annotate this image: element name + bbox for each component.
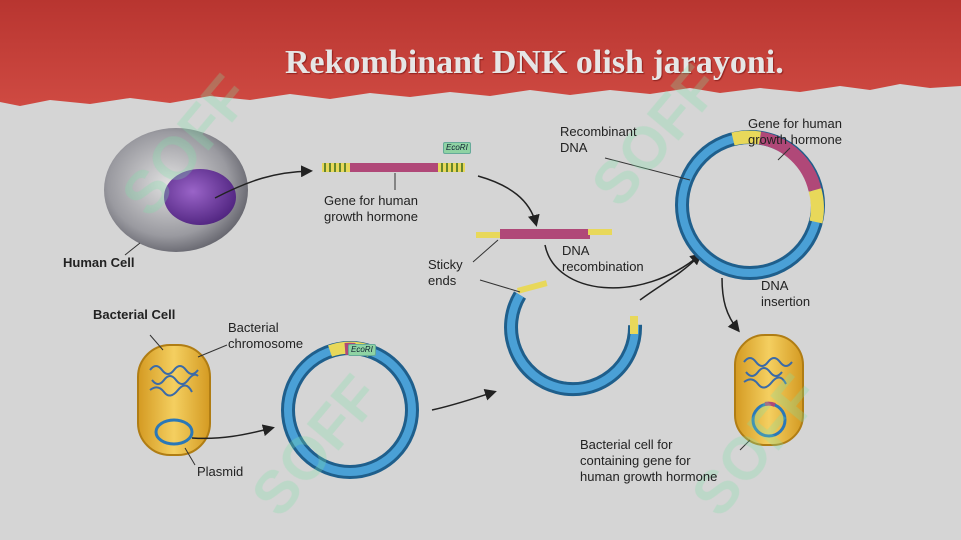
arrow-open-plasmid-up bbox=[639, 256, 699, 301]
slide-title: Rekombinant DNK olish jarayoni. bbox=[285, 44, 784, 81]
open-plasmid bbox=[504, 280, 643, 397]
gene-fragment bbox=[322, 163, 465, 172]
arrow-gene-down bbox=[477, 175, 540, 227]
title-banner bbox=[0, 0, 961, 106]
arrow-cell-to-gene bbox=[214, 165, 313, 199]
arrow-plasmid-to-open bbox=[431, 388, 497, 411]
arrow-insertion bbox=[721, 277, 740, 333]
label-ecori-1: EcoRI bbox=[443, 142, 471, 154]
bacterial-cell bbox=[137, 344, 211, 456]
label-human-cell: Human Cell bbox=[63, 255, 135, 270]
label-ecori-2: EcoRI bbox=[348, 344, 376, 356]
arrow-bacterium-to-plasmid bbox=[191, 424, 275, 440]
nucleus bbox=[164, 169, 236, 225]
bacterial-cell-result bbox=[734, 334, 804, 446]
recombinant-plasmid bbox=[675, 130, 825, 280]
label-plasmid: Plasmid bbox=[197, 464, 244, 479]
plasmid-in-cell bbox=[154, 418, 194, 446]
bacterial-chromosome bbox=[149, 365, 199, 397]
label-bacterial-cell: Bacterial Cell bbox=[93, 307, 176, 322]
human-cell bbox=[104, 128, 248, 252]
gene-fragment-cut bbox=[476, 229, 612, 239]
watermark-text-3: SOFF bbox=[239, 363, 393, 529]
arrow-recombination bbox=[544, 244, 703, 289]
watermark: SOFF SOFF SOFF SOFF bbox=[109, 53, 833, 529]
